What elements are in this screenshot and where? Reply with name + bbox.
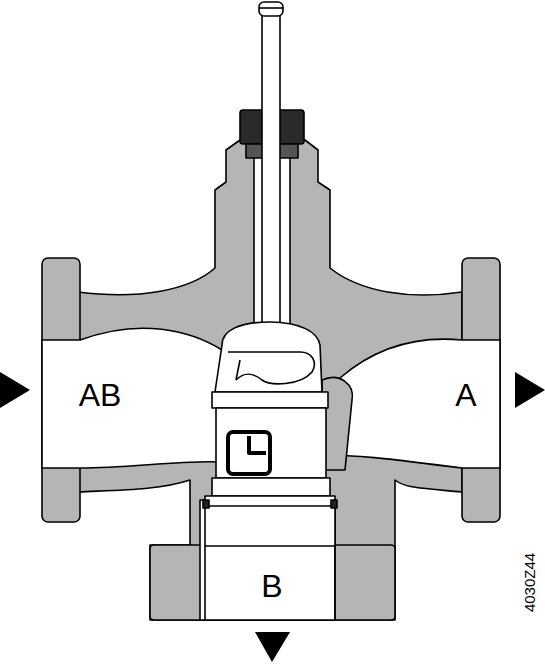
window-mark [249, 436, 266, 453]
port-label: B [261, 570, 282, 602]
seat-sleeve [205, 496, 335, 546]
plug-ring [212, 392, 328, 408]
drawing-number: 4030Z44 [523, 552, 538, 611]
port-label: AB [79, 379, 122, 411]
port-label: A [455, 379, 476, 411]
plug-top [215, 322, 322, 392]
flow-arrow [515, 372, 545, 408]
plug-body [216, 408, 326, 478]
flow-arrow [0, 372, 30, 408]
flow-arrow [255, 632, 290, 662]
valve-stem [262, 14, 280, 339]
ab-port-bore [42, 328, 222, 468]
stem-tip [259, 2, 283, 16]
plug-base [212, 478, 330, 496]
plug-window [228, 432, 270, 474]
